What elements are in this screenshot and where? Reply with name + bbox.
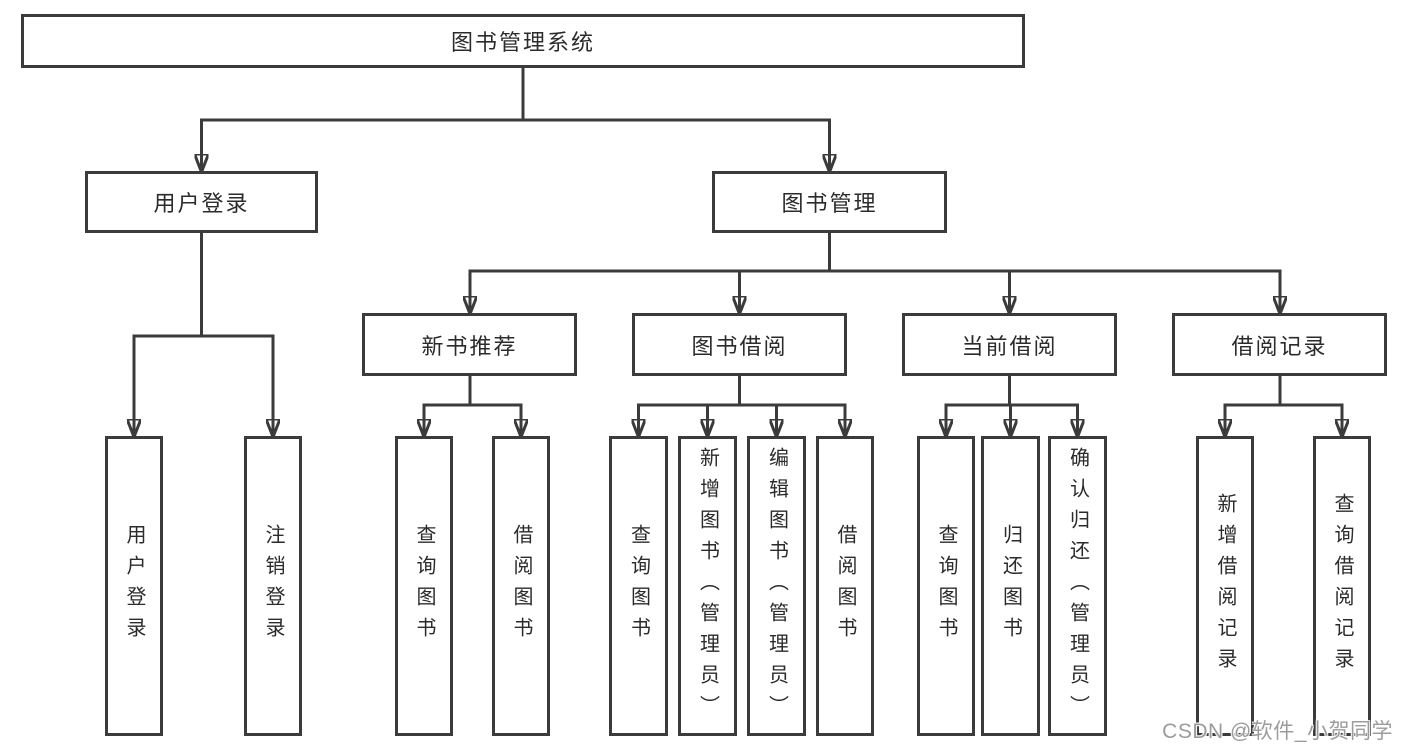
leaf-return-book: 归还图书 <box>981 436 1040 736</box>
leaf-borrow-books: 借阅图书 <box>816 436 874 736</box>
leaf-query-books-recommend: 查询图书 <box>395 436 453 736</box>
node-root-system: 图书管理系统 <box>21 14 1025 68</box>
leaf-query-books-borrow: 查询图书 <box>609 436 668 736</box>
leaf-query-borrow-record: 查询借阅记录 <box>1313 436 1371 736</box>
leaf-borrow-books-recommend: 借阅图书 <box>492 436 550 736</box>
leaf-query-books-current: 查询图书 <box>917 436 975 736</box>
leaf-logout: 注销登录 <box>244 436 302 736</box>
node-current-borrow: 当前借阅 <box>902 313 1117 376</box>
leaf-add-book-admin: 新增图书（管理员） <box>678 436 737 736</box>
leaf-confirm-return-admin: 确认归还（管理员） <box>1048 436 1107 736</box>
connector-root-to-level2 <box>202 66 830 173</box>
leaf-user-login: 用户登录 <box>105 436 163 736</box>
node-new-book-recommend: 新书推荐 <box>362 313 577 376</box>
connector-user-login-children <box>134 231 273 438</box>
leaf-add-borrow-record: 新增借阅记录 <box>1196 436 1254 736</box>
connector-book-borrow-children <box>639 374 846 438</box>
watermark: CSDN @软件_小贺同学 <box>1162 720 1393 743</box>
node-book-borrow: 图书借阅 <box>632 313 847 376</box>
node-book-management: 图书管理 <box>712 171 947 233</box>
connector-new-book-recommend-children <box>424 374 521 438</box>
node-user-login: 用户登录 <box>85 171 318 233</box>
connector-book-management-to-level3 <box>470 231 1280 315</box>
connector-current-borrow-children <box>946 374 1078 438</box>
leaf-edit-book-admin: 编辑图书（管理员） <box>747 436 806 736</box>
connector-borrow-records-children <box>1225 374 1342 438</box>
node-borrow-records: 借阅记录 <box>1172 313 1387 376</box>
